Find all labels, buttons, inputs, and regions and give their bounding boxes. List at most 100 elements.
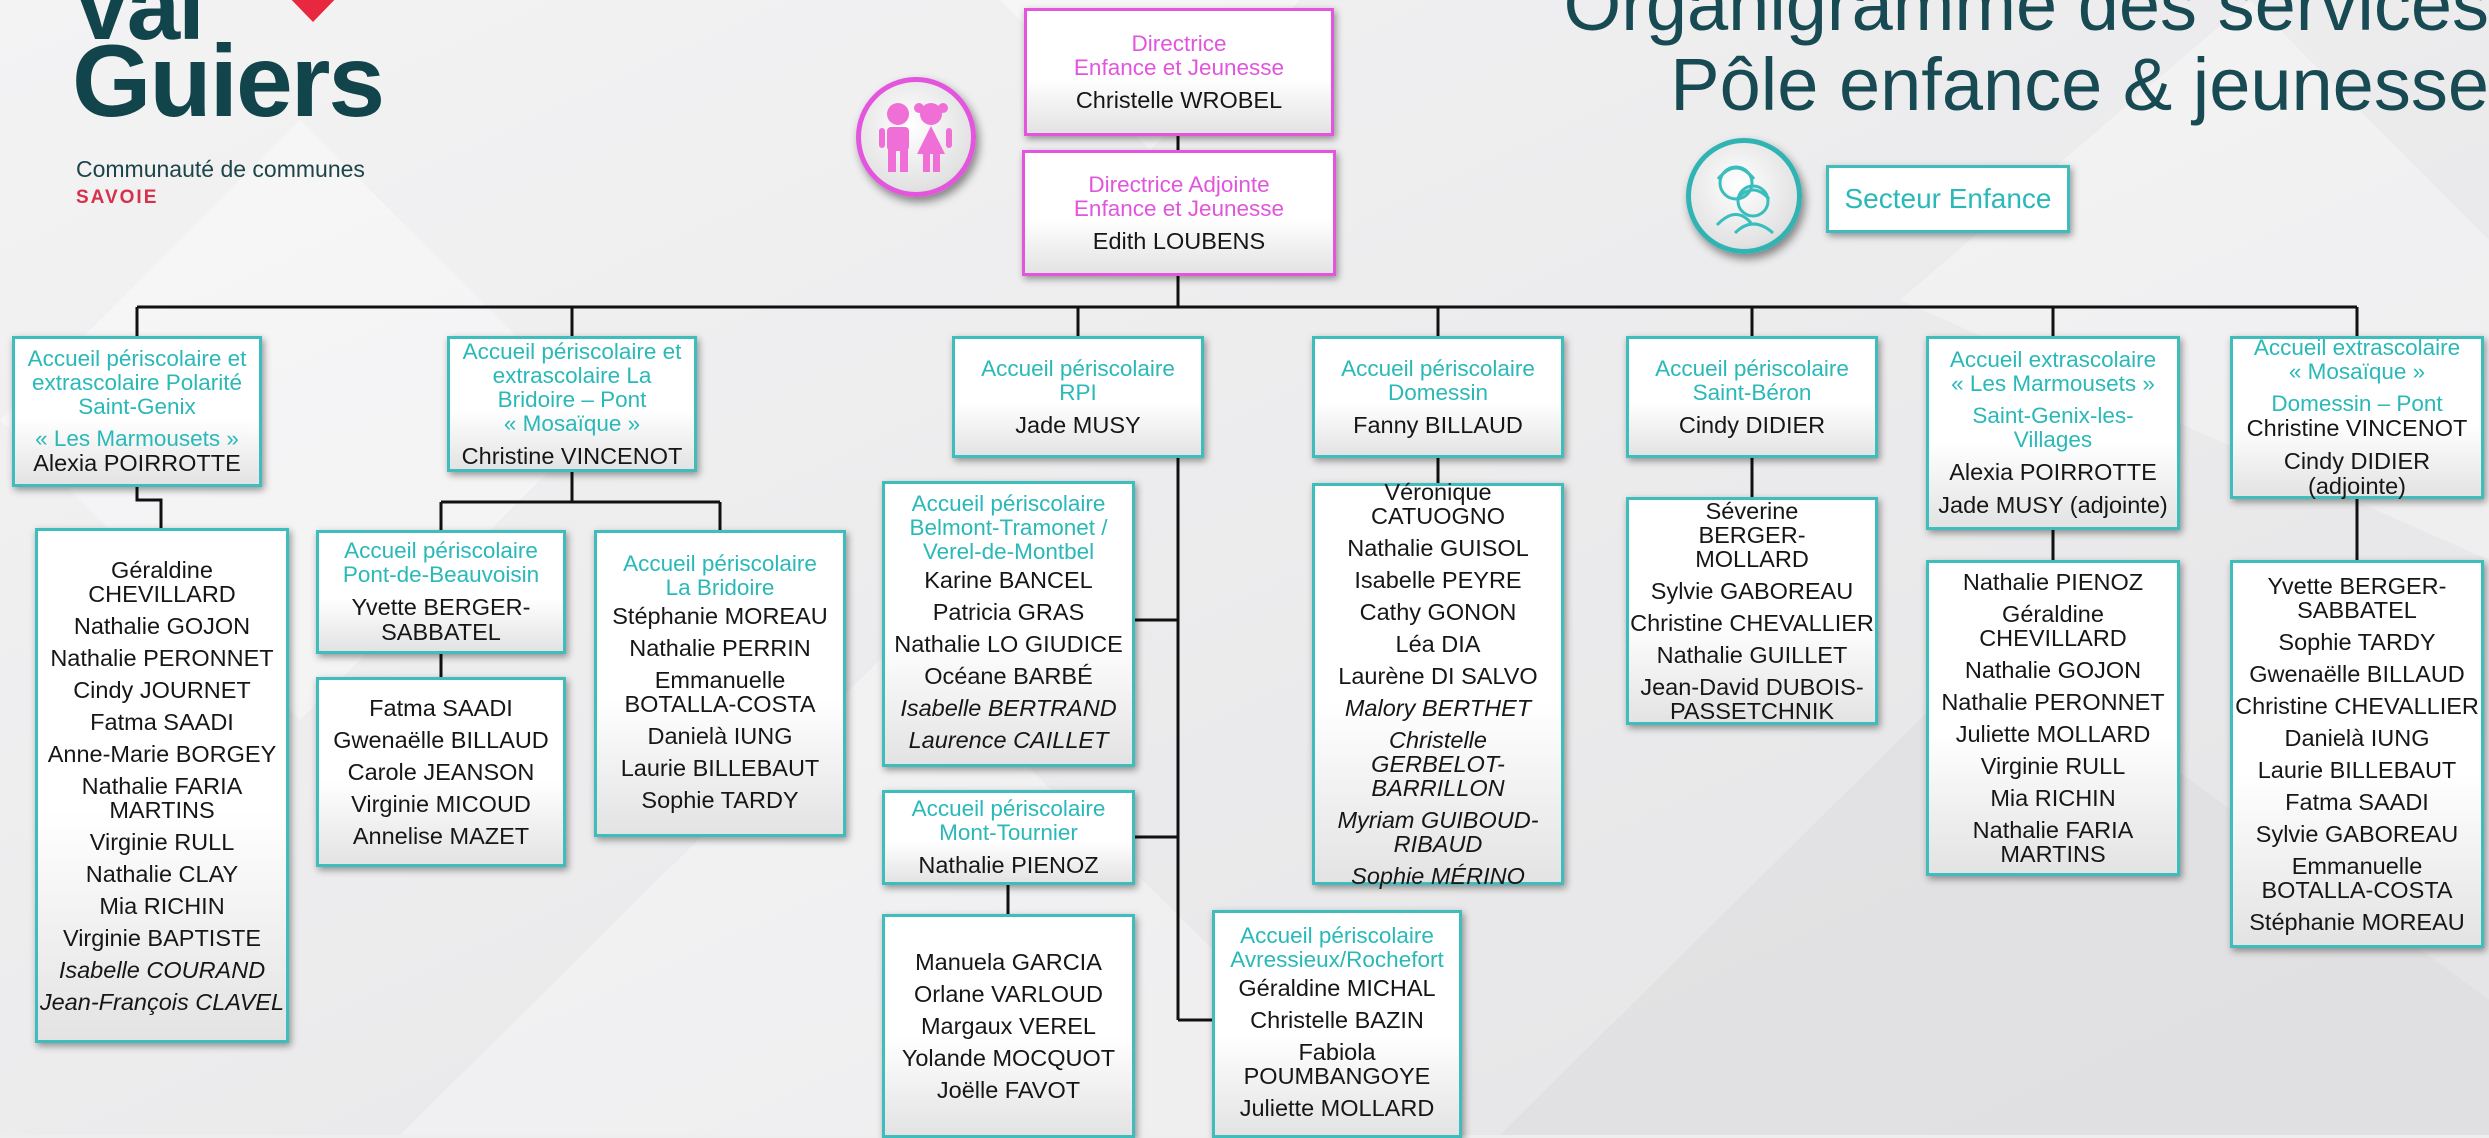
- staff-member: Manuela GARCIA: [915, 949, 1102, 975]
- staff-member: Gwenaëlle BILLAUD: [2249, 661, 2465, 687]
- staff-member: Christine CHEVALLIER: [2235, 693, 2479, 719]
- unit-title: Accueil extrascolaire: [1949, 347, 2157, 372]
- staff-member: Juliette MOLLARD: [1239, 1095, 1435, 1121]
- unit-manager: Nathalie PIENOZ: [918, 852, 1099, 878]
- staff-member: Juliette MOLLARD: [1955, 721, 2151, 747]
- children-icon: [856, 77, 976, 197]
- staff-member: Christelle BAZIN: [1250, 1007, 1424, 1033]
- unit-manager: Alexia POIRROTTE: [33, 450, 241, 476]
- secteur-label: Secteur Enfance: [1844, 183, 2052, 214]
- directrice-title: Directrice: [1131, 30, 1227, 56]
- staff-member: Géraldine CHEVILLARD: [1979, 601, 2127, 651]
- staff-member: Laurie BILLEBAUT: [2257, 757, 2457, 783]
- unit-title: Saint-Béron: [1692, 379, 1812, 405]
- staff-member: Isabelle COURAND: [58, 956, 266, 983]
- unit-manager: Alexia POIRROTTE: [1949, 459, 2157, 485]
- staff-member: Danielà IUNG: [647, 722, 793, 749]
- unit-title: Accueil périscolaire: [1655, 355, 1849, 381]
- unit-title: « Mosaïque »: [2288, 359, 2426, 384]
- staff-member: Jean-David DUBOIS-PASSETCHNIK: [1640, 674, 1864, 724]
- unit-title: Saint-Genix: [78, 394, 196, 419]
- staff-member: Malory BERTHET: [1344, 695, 1532, 721]
- staff-member: Nathalie CLAY: [85, 860, 239, 887]
- unit-marmousets: Accueil périscolaire et extrascolaire Po…: [12, 336, 262, 487]
- secteur-enfance-box: Secteur Enfance: [1826, 165, 2070, 233]
- staff-member: Christelle GERBELOT-BARRILLON: [1371, 727, 1505, 801]
- staff-member: Christine CHEVALLIER: [1630, 610, 1874, 636]
- unit-title: Accueil périscolaire et: [27, 346, 247, 371]
- staff-member: Yvette BERGER-SABBATEL: [2267, 573, 2447, 623]
- unit-saint-beron: Accueil périscolaire Saint-Béron Cindy D…: [1626, 336, 1878, 458]
- staff-extra-marmousets: Nathalie PIENOZ Géraldine CHEVILLARD Nat…: [1926, 560, 2180, 876]
- staff-member: Stéphanie MOREAU: [2249, 909, 2465, 935]
- staff-mont-tournier: Manuela GARCIA Orlane VARLOUD Margaux VE…: [882, 914, 1135, 1138]
- staff-member: Géraldine CHEVILLARD: [88, 556, 236, 607]
- unit-extra-mosaique: Accueil extrascolaire « Mosaïque » Domes…: [2230, 336, 2484, 499]
- unit-manager: Fanny BILLAUD: [1353, 411, 1523, 438]
- staff-member: Jean-François CLAVEL: [39, 988, 285, 1015]
- staff-member: Anne-Marie BORGEY: [47, 740, 277, 767]
- unit-title: Domessin – Pont: [2271, 391, 2443, 416]
- staff-member: Cathy GONON: [1359, 599, 1517, 625]
- unit-title: Accueil périscolaire: [623, 550, 817, 576]
- staff-member: Nathalie PERONNET: [1941, 689, 2165, 715]
- staff-member: Laurène DI SALVO: [1338, 663, 1538, 689]
- staff-member: Danielà IUNG: [2284, 725, 2430, 751]
- unit-manager: Christine VINCENOT: [2246, 415, 2468, 441]
- unit-title: Villages: [2013, 427, 2093, 452]
- unit-title: Accueil périscolaire: [911, 796, 1106, 821]
- staff-member: Fatma SAADI: [369, 695, 513, 721]
- staff-member: Joëlle FAVOT: [936, 1077, 1081, 1103]
- staff-member: Nathalie PERRIN: [629, 634, 811, 661]
- unit-pont: Accueil périscolaire Pont-de-Beauvoisin …: [316, 530, 566, 654]
- unit-title: extrascolaire Polarité: [31, 370, 243, 395]
- unit-domessin: Accueil périscolaire Domessin Fanny BILL…: [1312, 336, 1564, 458]
- logo-region: SAVOIE: [76, 187, 159, 208]
- staff-member: Nathalie LO GIUDICE: [894, 631, 1123, 657]
- adjointe-box: Directrice Adjointe Enfance et Jeunesse …: [1022, 150, 1336, 276]
- staff-member: Fabiola POUMBANGOYE: [1243, 1039, 1431, 1089]
- staff-marmousets: Géraldine CHEVILLARD Nathalie GOJON Nath…: [35, 528, 289, 1043]
- staff-member: Virginie BAPTISTE: [62, 924, 262, 951]
- adjointe-name: Edith LOUBENS: [1092, 227, 1266, 254]
- staff-member: Isabelle PEYRE: [1354, 567, 1522, 593]
- unit-title: « Mosaïque »: [503, 410, 641, 436]
- unit-belmont: Accueil périscolaire Belmont-Tramonet / …: [882, 481, 1135, 767]
- unit-deputy: Jade MUSY (adjointe): [1938, 492, 2168, 518]
- staff-member: Emmanuelle BOTALLA-COSTA: [2261, 853, 2453, 903]
- unit-title: Accueil périscolaire et: [462, 338, 682, 364]
- page-subtitle: Pôle enfance & jeunesse: [1670, 43, 2489, 126]
- unit-manager: Yvette BERGER-SABBATEL: [351, 594, 531, 645]
- directrice-box: Directrice Enfance et Jeunesse Christell…: [1024, 8, 1334, 136]
- unit-title: Accueil périscolaire: [981, 355, 1175, 381]
- unit-manager: Jade MUSY: [1015, 411, 1141, 438]
- unit-avressieux: Accueil périscolaire Avressieux/Rochefor…: [1212, 910, 1462, 1138]
- logo-top-text: Val: [70, 0, 205, 60]
- staff-member: Virginie MICOUD: [351, 791, 531, 817]
- staff-member: Mia RICHIN: [1990, 785, 2116, 811]
- staff-member: Margaux VEREL: [920, 1013, 1097, 1039]
- unit-title: Avressieux/Rochefort: [1230, 947, 1444, 972]
- staff-member: Annelise MAZET: [352, 823, 530, 849]
- unit-rpi: Accueil périscolaire RPI Jade MUSY: [952, 336, 1204, 458]
- unit-title: La Bridoire: [665, 574, 775, 600]
- unit-title: « Les Marmousets »: [1951, 371, 2155, 396]
- staff-member: Laurie BILLEBAUT: [620, 754, 820, 781]
- unit-deputy: Cindy DIDIER (adjointe): [2283, 448, 2431, 499]
- staff-member: Stéphanie MOREAU: [612, 602, 828, 629]
- unit-title: « Les Marmousets »: [35, 426, 239, 451]
- staff-member: Nathalie PIENOZ: [1962, 569, 2144, 595]
- staff-member: Nathalie GUISOL: [1347, 535, 1529, 561]
- staff-member: Fatma SAADI: [2285, 789, 2429, 815]
- unit-title: Accueil extrascolaire: [2253, 335, 2461, 360]
- staff-saint-beron: Séverine BERGER-MOLLARD Sylvie GABOREAU …: [1626, 497, 1878, 725]
- staff-member: Fatma SAADI: [90, 708, 234, 735]
- unit-title: Mont-Tournier: [939, 820, 1078, 845]
- staff-member: Yolande MOCQUOT: [901, 1045, 1116, 1071]
- unit-title: Accueil périscolaire: [1240, 923, 1434, 948]
- unit-manager: Cindy DIDIER: [1678, 411, 1826, 438]
- staff-member: Virginie RULL: [1980, 753, 2126, 779]
- staff-member: Océane BARBÉ: [924, 663, 1093, 689]
- unit-title: RPI: [1059, 379, 1097, 405]
- staff-member: Nathalie GOJON: [1964, 657, 2142, 683]
